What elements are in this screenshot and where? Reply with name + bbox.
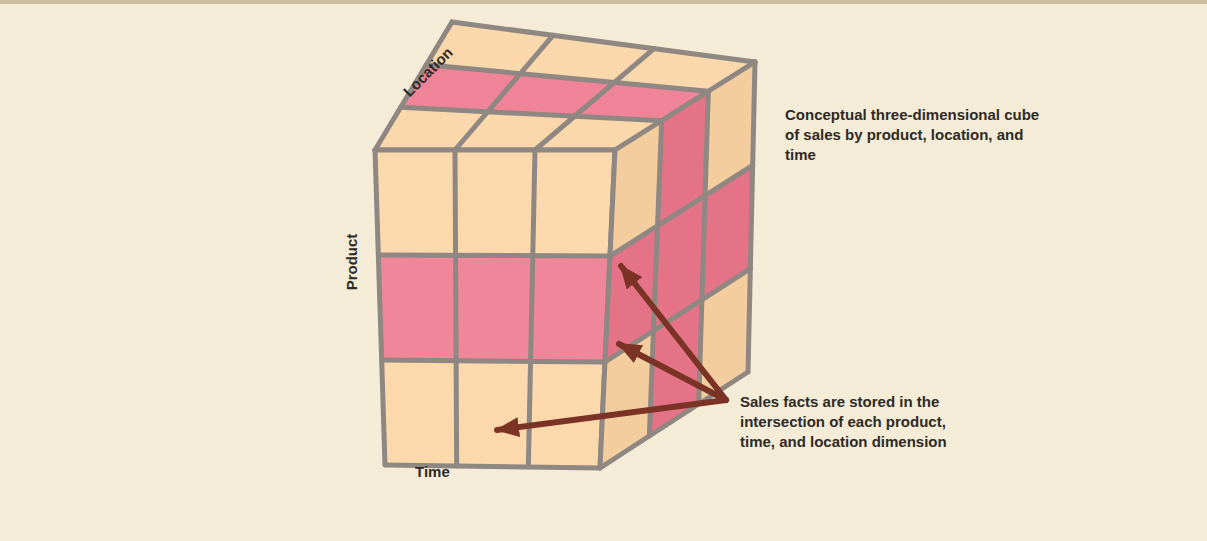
cube-cell bbox=[455, 150, 535, 256]
axis-label: Product bbox=[342, 234, 362, 291]
cube-cell bbox=[382, 360, 457, 466]
grid-line bbox=[378, 255, 610, 256]
cube-cell bbox=[649, 300, 702, 436]
leader-arrow bbox=[497, 400, 726, 430]
grid-line bbox=[382, 360, 605, 362]
callout-text: Sales facts are stored in the intersecti… bbox=[740, 392, 972, 452]
grid-line bbox=[426, 65, 708, 92]
axis-label-holder: Product bbox=[342, 234, 362, 291]
axis-label-holder: Time bbox=[415, 462, 450, 482]
grid-line bbox=[455, 150, 457, 466]
grid-line bbox=[615, 62, 755, 150]
cube-cell bbox=[375, 150, 456, 255]
leader-arrows bbox=[497, 266, 726, 430]
description-text: Conceptual three-dimensional cube of sal… bbox=[785, 105, 1040, 165]
grid-line bbox=[748, 62, 755, 372]
cube-cell bbox=[600, 331, 653, 468]
grid-line bbox=[699, 91, 709, 404]
grid-line bbox=[600, 372, 748, 468]
cube-cell bbox=[699, 269, 751, 404]
top-band bbox=[0, 0, 1207, 4]
grid-line bbox=[455, 35, 553, 150]
cube-cell bbox=[456, 255, 533, 361]
grid-line bbox=[401, 107, 662, 120]
axis-label: Time bbox=[415, 462, 450, 482]
grid-line bbox=[528, 150, 535, 467]
grid-line bbox=[375, 150, 385, 465]
grid-line bbox=[649, 121, 661, 436]
grid-line bbox=[600, 150, 615, 468]
cube-cell bbox=[533, 150, 615, 256]
cube-cell bbox=[378, 255, 456, 361]
grid-line bbox=[452, 22, 755, 62]
cube bbox=[375, 22, 755, 468]
leader-arrow bbox=[619, 344, 726, 400]
axis-label: Location bbox=[399, 43, 457, 101]
cube-cell bbox=[456, 361, 530, 467]
axis-label-holder: Location bbox=[399, 43, 457, 101]
callout-text-holder: Sales facts are stored in the intersecti… bbox=[740, 392, 972, 452]
grid-line bbox=[375, 148, 615, 153]
grid-line bbox=[610, 165, 753, 256]
leader-arrow bbox=[621, 266, 726, 400]
grid-line bbox=[375, 148, 615, 153]
cube-cell bbox=[531, 256, 610, 362]
description-text-holder: Conceptual three-dimensional cube of sal… bbox=[785, 105, 1040, 165]
